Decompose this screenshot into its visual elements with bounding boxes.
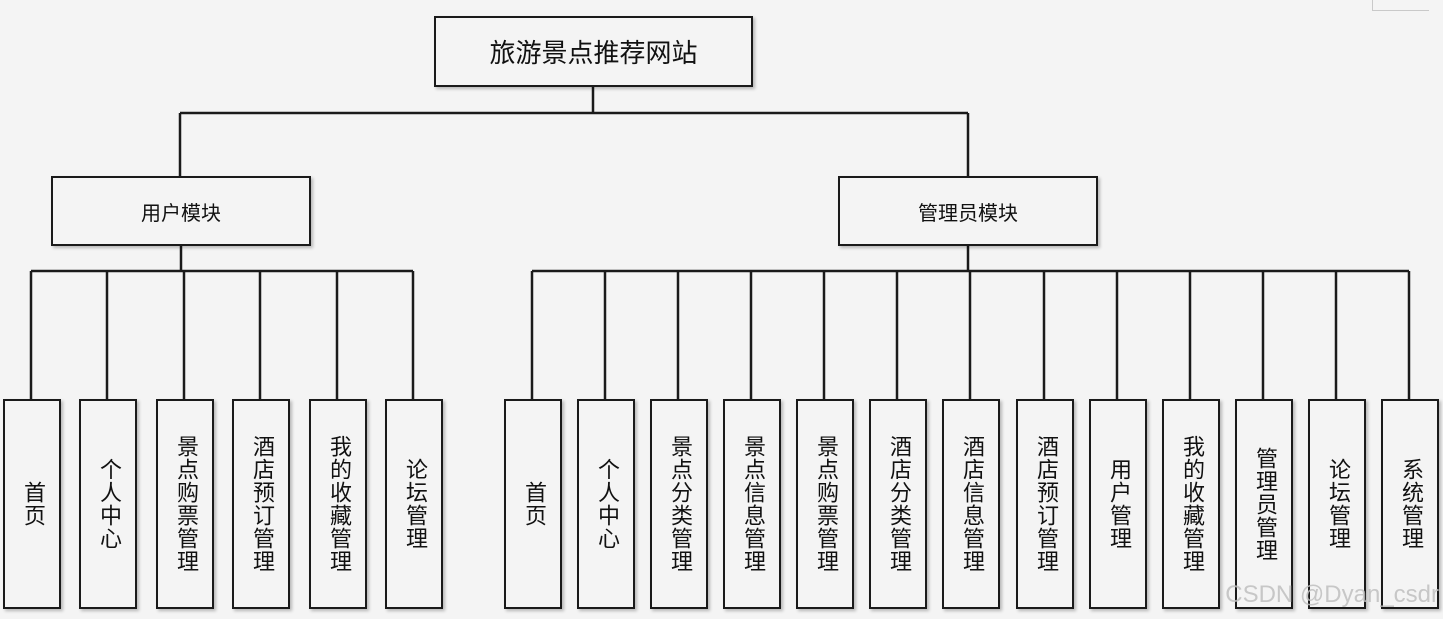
admin-leaf-profile: 个人中心	[577, 399, 635, 609]
admin-leaf-hotel-category-mgmt: 酒店分类管理	[869, 399, 927, 609]
root-node: 旅游景点推荐网站	[434, 16, 753, 87]
leaf-label: 我的收藏管理	[1179, 435, 1204, 573]
admin-leaf-forum-mgmt: 论坛管理	[1308, 399, 1366, 609]
admin-leaf-home: 首页	[504, 399, 562, 609]
user-leaf-profile: 个人中心	[79, 399, 137, 609]
admin-leaf-system-mgmt: 系统管理	[1381, 399, 1439, 609]
leaf-label: 系统管理	[1398, 458, 1423, 550]
user-leaf-ticket-mgmt: 景点购票管理	[156, 399, 214, 609]
leaf-label: 我的收藏管理	[326, 435, 351, 573]
admin-leaf-attraction-category-mgmt: 景点分类管理	[650, 399, 708, 609]
leaf-label: 首页	[20, 481, 45, 527]
leaf-label: 个人中心	[594, 458, 619, 550]
leaf-label: 管理员管理	[1252, 446, 1277, 562]
leaf-label: 酒店信息管理	[959, 435, 984, 573]
user-leaf-forum-mgmt: 论坛管理	[385, 399, 443, 609]
user-module-label: 用户模块	[141, 200, 221, 225]
admin-leaf-admin-mgmt: 管理员管理	[1235, 399, 1293, 609]
leaf-label: 首页	[521, 481, 546, 527]
leaf-label: 用户管理	[1106, 458, 1131, 550]
leaf-label: 酒店预订管理	[249, 435, 274, 573]
admin-leaf-user-mgmt: 用户管理	[1089, 399, 1147, 609]
watermark-text: CSDN @Dyan_csdr	[1225, 581, 1439, 608]
leaf-label: 景点购票管理	[813, 435, 838, 573]
leaf-label: 论坛管理	[402, 458, 427, 550]
leaf-label: 景点购票管理	[173, 435, 198, 573]
user-leaf-home: 首页	[3, 399, 61, 609]
admin-leaf-ticket-mgmt: 景点购票管理	[796, 399, 854, 609]
corner-mark	[1372, 0, 1429, 11]
admin-leaf-attraction-info-mgmt: 景点信息管理	[723, 399, 781, 609]
user-module-node: 用户模块	[51, 176, 311, 246]
admin-module-node: 管理员模块	[838, 176, 1098, 246]
admin-leaf-hotel-info-mgmt: 酒店信息管理	[942, 399, 1000, 609]
leaf-label: 个人中心	[96, 458, 121, 550]
leaf-label: 景点信息管理	[740, 435, 765, 573]
leaf-label: 论坛管理	[1325, 458, 1350, 550]
admin-module-label: 管理员模块	[918, 200, 1018, 225]
leaf-label: 酒店预订管理	[1033, 435, 1058, 573]
user-leaf-favorites-mgmt: 我的收藏管理	[309, 399, 367, 609]
leaf-label: 景点分类管理	[667, 435, 692, 573]
root-label: 旅游景点推荐网站	[489, 39, 698, 69]
leaf-label: 酒店分类管理	[886, 435, 911, 573]
admin-leaf-hotel-booking-mgmt: 酒店预订管理	[1016, 399, 1074, 609]
admin-leaf-favorites-mgmt: 我的收藏管理	[1162, 399, 1220, 609]
user-leaf-hotel-booking-mgmt: 酒店预订管理	[232, 399, 290, 609]
